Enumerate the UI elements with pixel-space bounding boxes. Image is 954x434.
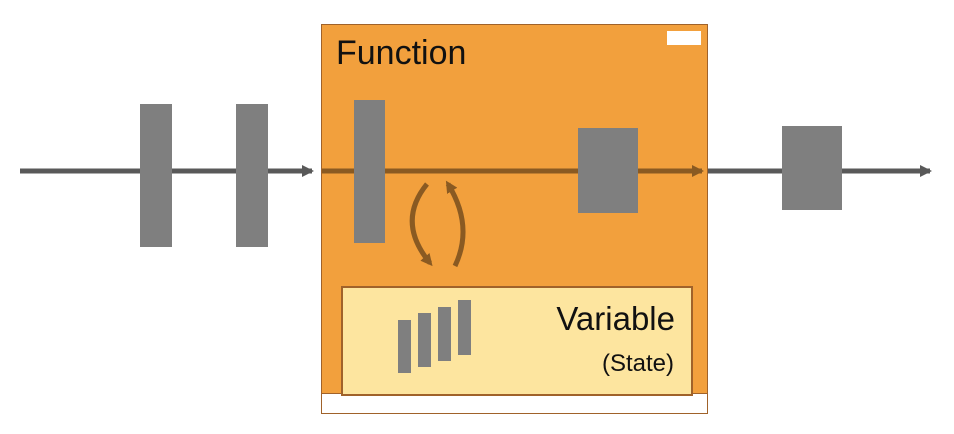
variable-label: Variable [556,300,675,337]
function-input-block [354,100,385,243]
variable-box: Variable (State) [341,286,693,396]
function-output-block [578,128,638,213]
state-bar-2 [418,313,431,367]
function-box-notch [667,31,701,45]
state-bar-3 [438,307,451,361]
state-bar-4 [458,300,471,355]
variable-sublabel: (State) [601,350,674,377]
state-bar-1 [398,320,411,373]
state-read-arrow [445,180,466,268]
input-block-2 [236,104,268,247]
input-block-1 [140,104,172,247]
state-write-arrow [409,182,433,267]
function-title: Function [336,34,467,72]
output-block [782,126,842,210]
